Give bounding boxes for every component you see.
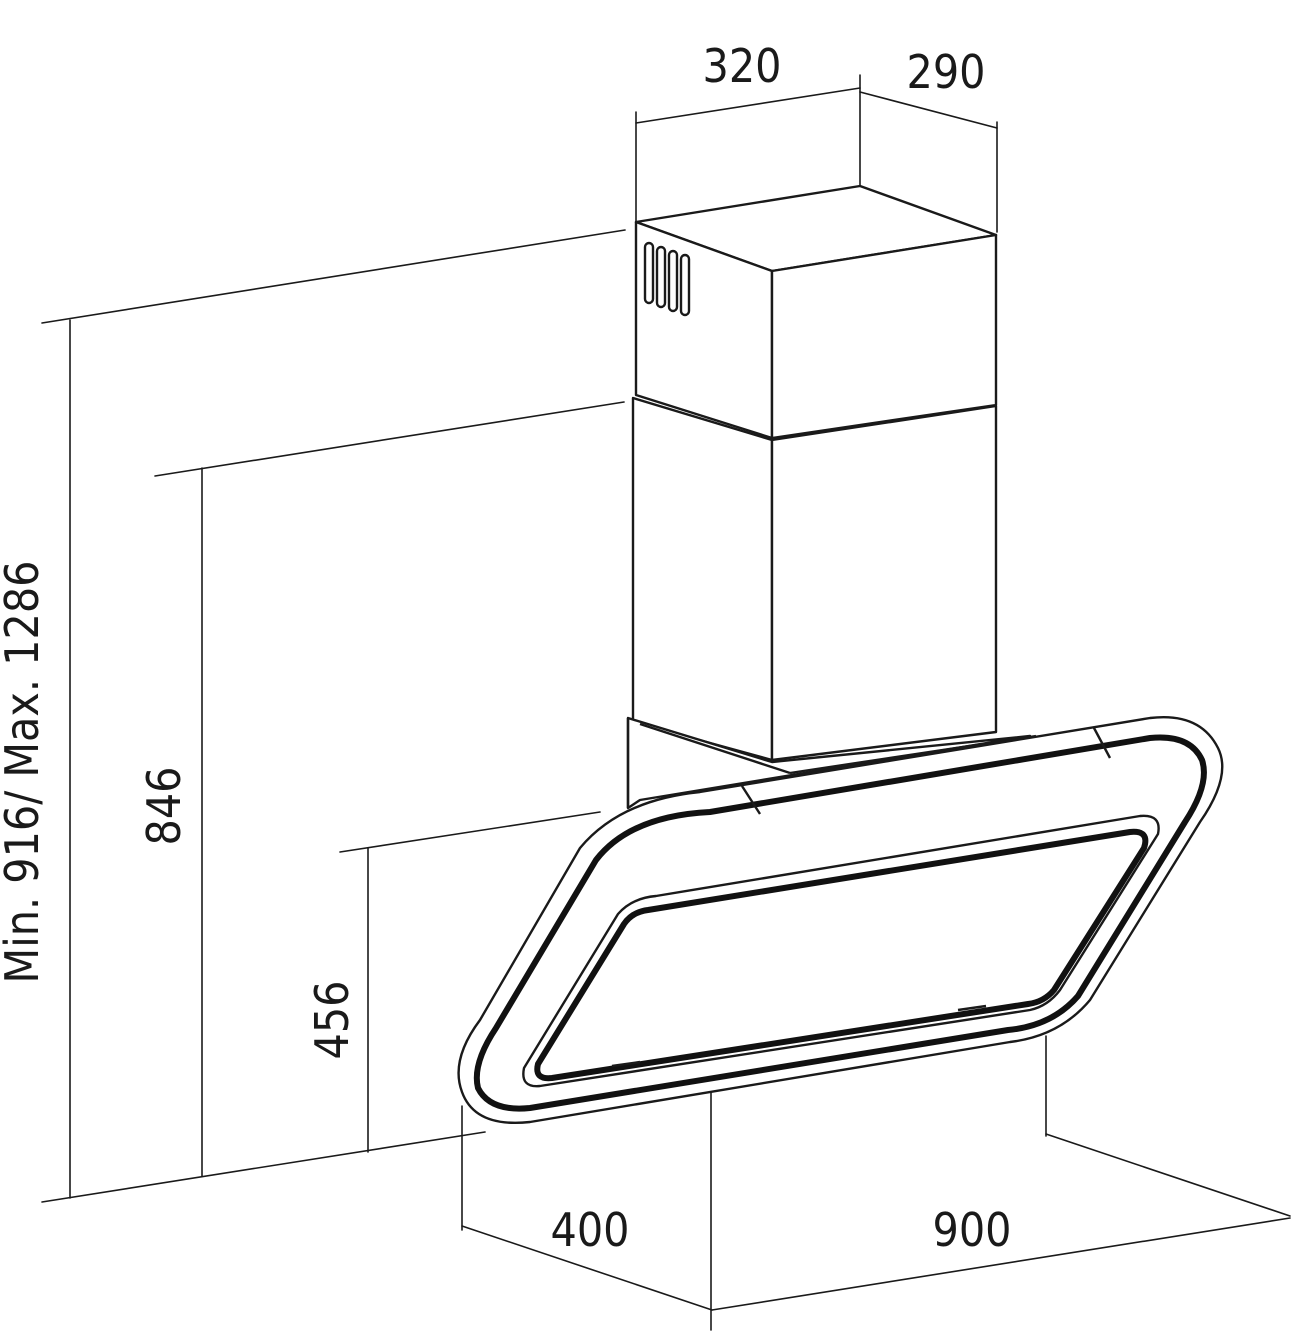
glass-seam-right: [1092, 727, 1112, 759]
ext-line-456-top: [339, 811, 601, 853]
hood-back-top-edge: [639, 722, 791, 775]
dim-line-400: [461, 1225, 713, 1311]
glass-seam-left: [740, 785, 762, 815]
label-width-bottom: 900: [933, 1203, 1012, 1257]
vent-slots-icon: [643, 241, 691, 317]
filter-tick: [957, 1004, 987, 1012]
label-width-top: 320: [703, 39, 782, 93]
ext-line-846-top: [154, 401, 625, 477]
ext-line-total-top: [41, 229, 626, 324]
ext-line-900-diag: [1045, 1133, 1291, 1217]
filter-frame-outer: [522, 814, 1160, 1088]
chimney-lower-front-face: [770, 404, 998, 762]
vent-slot: [667, 249, 679, 313]
label-height-456: 456: [305, 981, 359, 1060]
vent-slot: [643, 241, 655, 305]
dimension-lines: [41, 74, 1291, 1331]
hood-glass-edge: [473, 734, 1207, 1112]
label-total-height: Min. 916/ Max. 1286: [0, 561, 49, 984]
chimney-lower-left-face: [631, 396, 774, 762]
dim-line-900: [711, 1217, 1291, 1311]
vent-slot: [655, 245, 667, 309]
filter-frame-inner: [534, 828, 1149, 1082]
dim-line-320: [635, 87, 861, 124]
hood-body: [457, 716, 1224, 1124]
filter-tick: [611, 1060, 641, 1068]
chimney-upper-front-face: [770, 233, 998, 440]
chimney: [631, 184, 998, 762]
label-height-846: 846: [137, 767, 191, 846]
vent-slot: [679, 253, 691, 317]
label-depth-bottom: 400: [551, 1203, 630, 1257]
dim-line-290: [859, 91, 998, 129]
dimension-labels: 320 290 Min. 916/ Max. 1286 846 456 400 …: [0, 39, 1011, 1257]
hood-back-seam: [789, 734, 1037, 775]
label-depth-top: 290: [907, 45, 986, 99]
ext-line-floor: [41, 1131, 486, 1203]
